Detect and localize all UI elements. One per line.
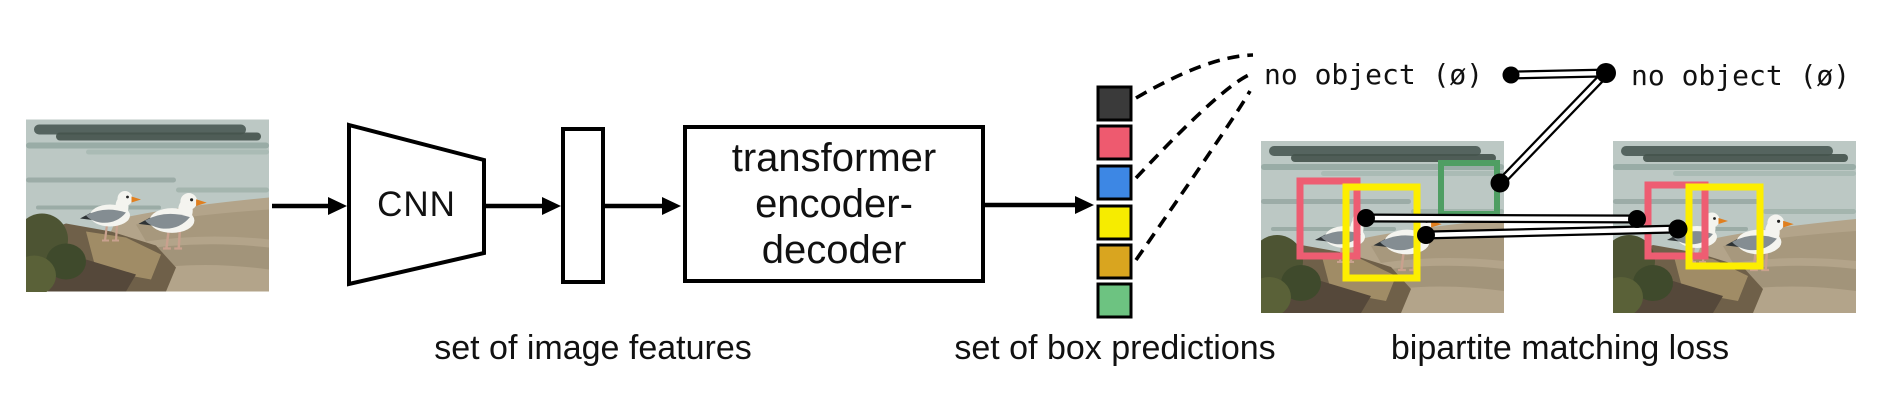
cnn-label: CNN [377,184,456,224]
pred-box-red [1296,177,1361,260]
caption-matching-loss: bipartite matching loss [1390,329,1730,367]
flow-arrows [272,202,1078,209]
matching-lines [1365,68,1679,240]
ground-truth-boxes [1644,181,1764,270]
transformer-label: transformer encoder- decoder [731,136,937,272]
prediction-square-2 [1096,124,1133,161]
prediction-squares [1096,85,1133,319]
gt-box-red [1644,181,1709,260]
no-object-dashed-curves [1134,53,1254,262]
no-object-label-right: no object (ø) [1631,59,1851,92]
input-image [12,120,269,296]
prediction-square-4 [1096,204,1133,241]
caption-box-predictions: set of box predictions [954,329,1276,367]
predictions-image [1247,141,1504,317]
prediction-square-6 [1096,282,1133,319]
caption-image-features: set of image features [434,329,752,367]
matching-dots [1357,63,1688,244]
prediction-square-3 [1096,164,1133,201]
prediction-square-1 [1096,85,1133,122]
cnn-block [347,122,486,287]
gt-box-yellow [1685,183,1764,270]
transformer-block [683,125,985,283]
prediction-square-5 [1096,243,1133,280]
no-object-label-left: no object (ø) [1264,58,1484,91]
feature-map-block [561,127,605,284]
arrow-heads [328,196,1094,215]
pred-box-yellow [1342,183,1421,282]
